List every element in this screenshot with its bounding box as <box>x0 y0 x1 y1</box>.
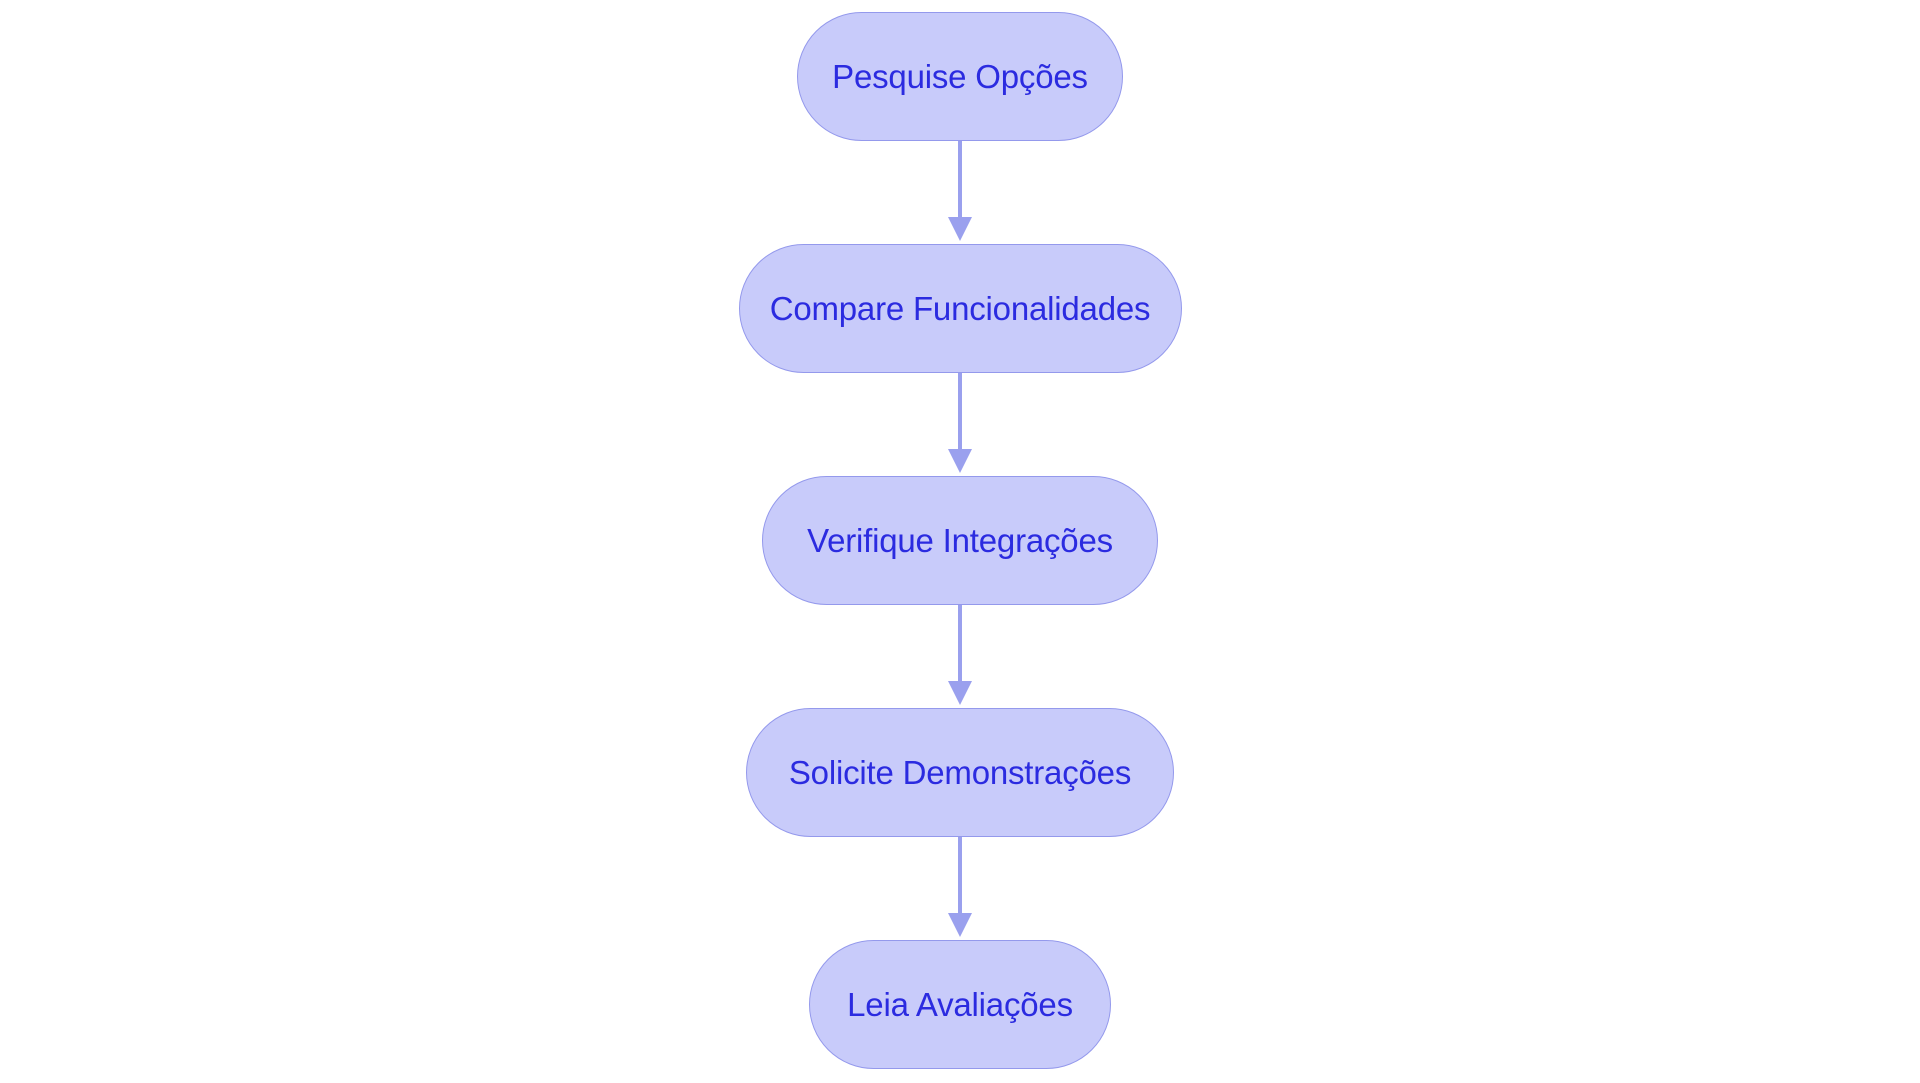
flow-node-leia-avaliacoes[interactable]: Leia Avaliações <box>809 940 1111 1069</box>
flow-node-label: Solicite Demonstrações <box>788 754 1132 791</box>
flow-connector-arrow-1 <box>948 141 972 241</box>
flow-node-pesquise-opcoes[interactable]: Pesquise Opções <box>797 12 1123 141</box>
flow-node-compare-funcionalidades[interactable]: Compare Funcionalidades <box>738 244 1182 373</box>
flow-node-verifique-integracoes[interactable]: Verifique Integrações <box>762 476 1158 605</box>
flow-node-label: Compare Funcionalidades <box>769 290 1151 327</box>
flow-node-label: Verifique Integrações <box>807 522 1113 559</box>
flow-connector-arrow-4 <box>948 837 972 937</box>
flow-node-label: Leia Avaliações <box>847 986 1073 1023</box>
flow-node-solicite-demonstracoes[interactable]: Solicite Demonstrações <box>746 708 1174 837</box>
flow-connector-arrow-2 <box>948 373 972 473</box>
flow-node-label: Pesquise Opções <box>832 58 1088 95</box>
flow-connector-arrow-3 <box>948 605 972 705</box>
